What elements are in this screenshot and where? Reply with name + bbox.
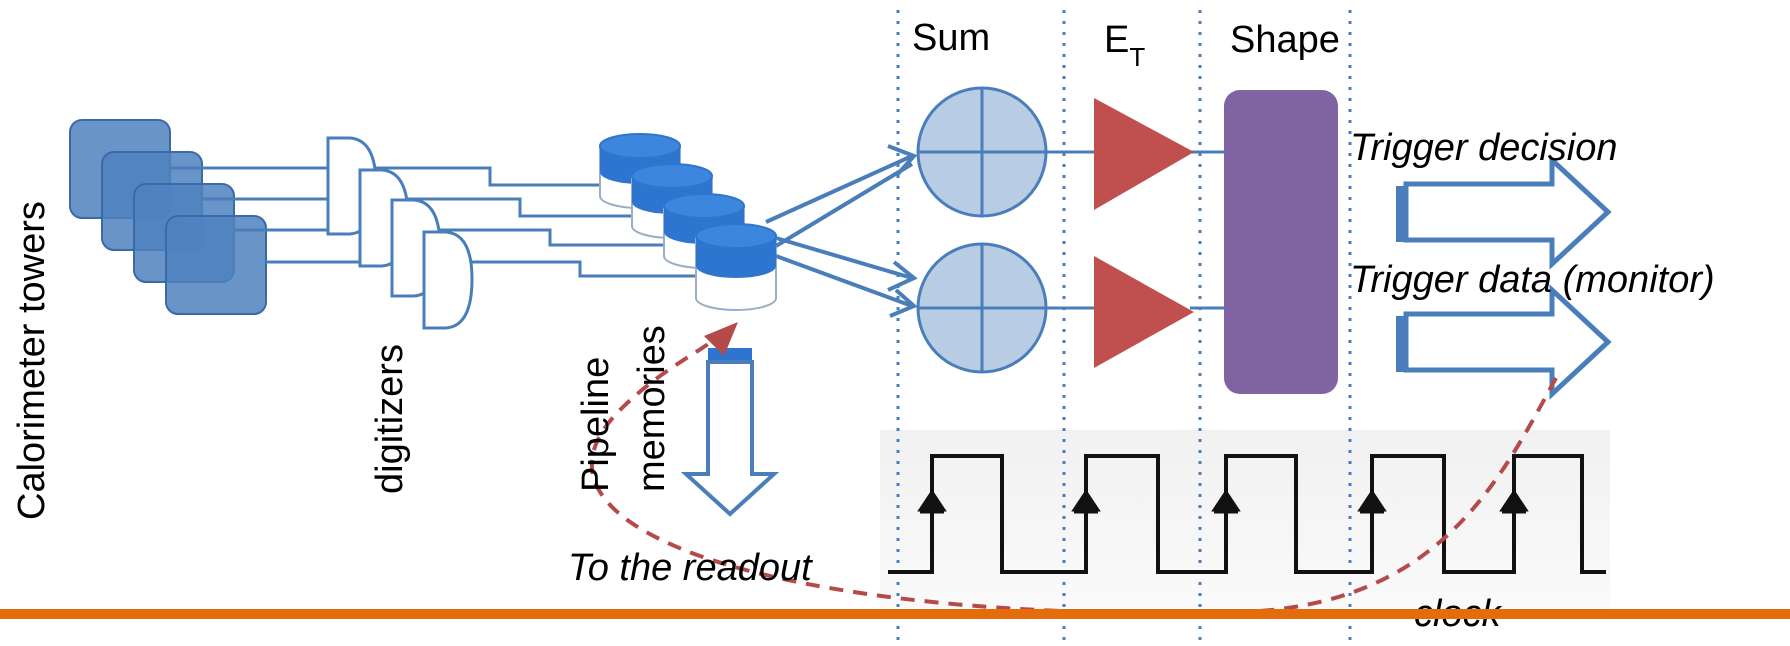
arrow-a bbox=[765, 154, 913, 224]
calorimeter-towers bbox=[69, 119, 267, 315]
calorimeter-towers-label: Calorimeter towers bbox=[11, 201, 53, 520]
digitizers bbox=[326, 136, 474, 330]
pipeline-label: Pipeline bbox=[575, 357, 617, 492]
clock-edge-markers bbox=[917, 489, 1529, 514]
tower-4 bbox=[165, 215, 267, 315]
et-label: ET bbox=[1104, 19, 1145, 72]
trigger-decision-arrow bbox=[1396, 154, 1612, 270]
memories-label: memories bbox=[631, 325, 673, 492]
clock-signal bbox=[888, 454, 1606, 574]
bottom-accent-bar bbox=[0, 609, 1790, 619]
memory-to-sum-arrows bbox=[765, 144, 918, 318]
et-triangles bbox=[1094, 98, 1194, 368]
readout-arrow bbox=[680, 348, 780, 517]
edge-marker-1 bbox=[917, 489, 947, 514]
trigger-data-label: Trigger data (monitor) bbox=[1350, 259, 1715, 301]
pipeline-memories bbox=[599, 133, 777, 311]
dashed-curve-arrowhead bbox=[704, 322, 738, 356]
clock-waveform bbox=[888, 454, 1606, 574]
arrowhead-top bbox=[887, 144, 918, 178]
arrow-c bbox=[775, 236, 913, 280]
et-triangle-top bbox=[1094, 98, 1194, 210]
et-triangle-bottom bbox=[1094, 256, 1194, 368]
arrow-b bbox=[774, 162, 914, 248]
sum-circle-top bbox=[916, 86, 1048, 218]
edge-marker-4 bbox=[1357, 489, 1387, 514]
arrow-d bbox=[775, 254, 913, 308]
shape-label: Shape bbox=[1230, 19, 1340, 61]
trigger-decision-label: Trigger decision bbox=[1350, 127, 1618, 169]
sum-circles bbox=[916, 86, 1048, 374]
edge-marker-3 bbox=[1211, 489, 1241, 514]
digitizer-4 bbox=[422, 230, 474, 330]
sum-label: Sum bbox=[912, 17, 990, 59]
wire-3b bbox=[436, 228, 664, 247]
wire-4b bbox=[468, 260, 696, 278]
clock-to-memory-curve bbox=[589, 322, 1558, 616]
memory-4 bbox=[695, 223, 777, 311]
output-arrows bbox=[1396, 154, 1612, 400]
digitizers-label: digitizers bbox=[369, 344, 411, 494]
wire-1b bbox=[372, 166, 600, 187]
et-connections bbox=[1046, 150, 1226, 310]
stage-dividers bbox=[896, 10, 1352, 646]
dashed-curve bbox=[589, 336, 1558, 616]
shape-block bbox=[1224, 90, 1338, 394]
trigger-data-arrow bbox=[1396, 284, 1612, 400]
wire-2b bbox=[404, 197, 632, 218]
edge-marker-5 bbox=[1499, 489, 1529, 514]
to-readout-label: To the readout bbox=[568, 547, 813, 589]
edge-marker-2 bbox=[1071, 489, 1101, 514]
arrowhead-bottom2 bbox=[889, 288, 918, 318]
sum-circle-bottom bbox=[916, 242, 1048, 374]
signal-wires bbox=[170, 166, 696, 278]
